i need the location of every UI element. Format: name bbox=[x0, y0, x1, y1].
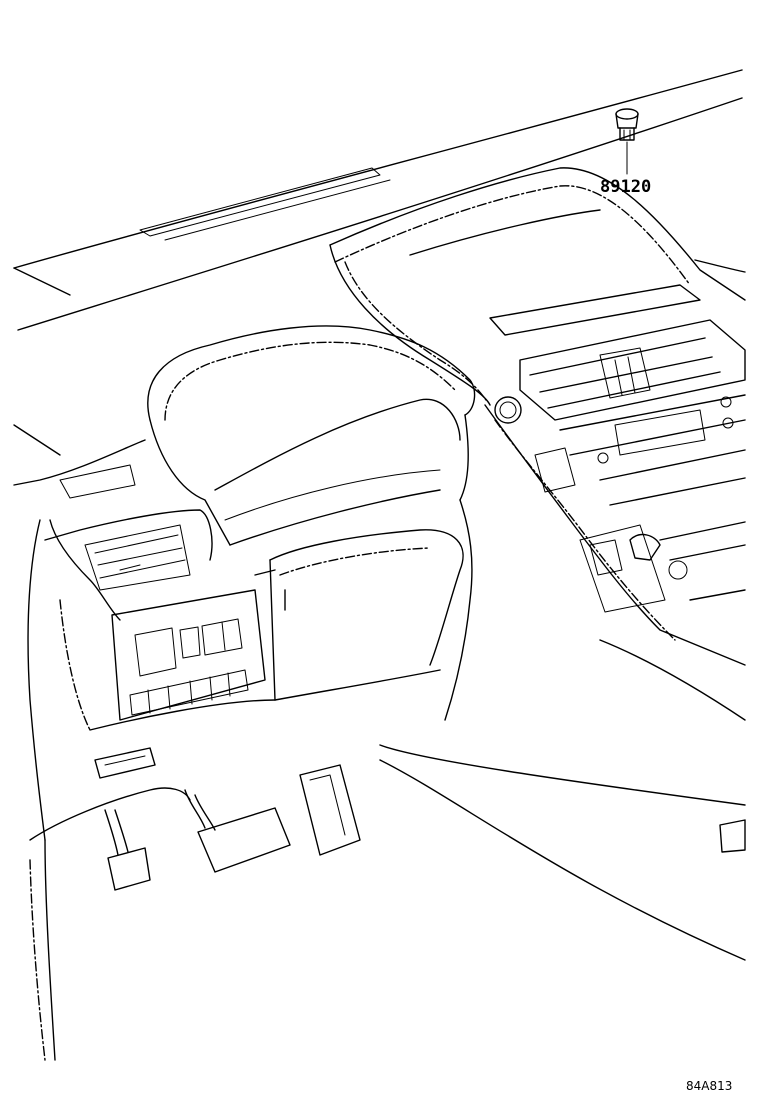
center-stack bbox=[484, 284, 746, 721]
pedals bbox=[104, 764, 361, 891]
upper-dash-right bbox=[329, 167, 746, 406]
lower-dash-center bbox=[269, 499, 746, 961]
windshield-edge bbox=[13, 69, 743, 331]
instrument-cluster-hood bbox=[147, 325, 476, 546]
part-89120-icon bbox=[615, 108, 639, 141]
part-number-label: 89120 bbox=[600, 177, 651, 197]
illustration-code: 84A813 bbox=[686, 1079, 732, 1093]
left-dash bbox=[13, 424, 276, 1061]
